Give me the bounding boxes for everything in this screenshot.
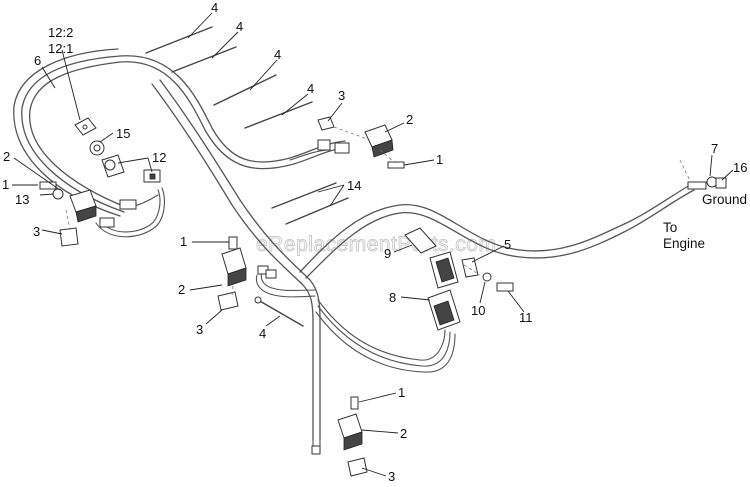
engine-label: Engine xyxy=(663,236,705,251)
ground-terminal xyxy=(679,159,727,190)
connector-assembly xyxy=(404,227,514,331)
callout-1: 1 xyxy=(436,152,443,167)
callout-4: 4 xyxy=(259,326,266,341)
main-wire-harness xyxy=(13,48,695,451)
callout-10: 10 xyxy=(471,303,485,318)
callout-7: 7 xyxy=(711,141,718,156)
callout-2: 2 xyxy=(406,112,413,127)
callout-8: 8 xyxy=(389,290,396,305)
callout-1: 1 xyxy=(398,385,405,400)
callout-2: 2 xyxy=(178,282,185,297)
watermark-text: eReplacementParts.com xyxy=(256,233,496,256)
callout-4: 4 xyxy=(211,0,218,15)
callout-14: 14 xyxy=(347,178,361,193)
callout-4: 4 xyxy=(236,19,243,34)
key-switch-group xyxy=(74,117,161,183)
callout-3: 3 xyxy=(388,469,395,484)
callout-11: 11 xyxy=(519,310,533,325)
callout-4: 4 xyxy=(307,81,314,96)
leader-lines xyxy=(12,12,734,477)
switch-assembly-bottom xyxy=(311,396,368,477)
callout-3: 3 xyxy=(33,224,40,239)
ground-label: Ground xyxy=(702,192,747,207)
switch-assembly-center xyxy=(217,236,247,311)
callout-6: 6 xyxy=(34,53,41,68)
cable-ties-14 xyxy=(271,182,349,225)
callout-16: 16 xyxy=(733,160,747,175)
callout-15: 15 xyxy=(116,126,130,141)
callout-9: 9 xyxy=(384,246,391,261)
callout-2: 2 xyxy=(3,149,10,164)
callout-3: 3 xyxy=(338,88,345,103)
callout-3: 3 xyxy=(196,322,203,337)
callout-1: 1 xyxy=(180,234,187,249)
to-label: To xyxy=(663,220,677,235)
callout-12: 12 xyxy=(152,150,166,165)
clips-center xyxy=(254,265,304,327)
callout-13: 13 xyxy=(15,192,29,207)
switch-assembly-left xyxy=(39,181,137,247)
cable-ties-top xyxy=(145,26,313,129)
callout-1: 1 xyxy=(2,177,9,192)
callout-5: 5 xyxy=(504,237,511,252)
callout-4: 4 xyxy=(274,47,281,62)
callout-12-1: 12:1 xyxy=(48,41,73,56)
callout-2: 2 xyxy=(400,426,407,441)
callout-12-2: 12:2 xyxy=(48,25,73,40)
switch-assembly-top xyxy=(317,116,405,169)
